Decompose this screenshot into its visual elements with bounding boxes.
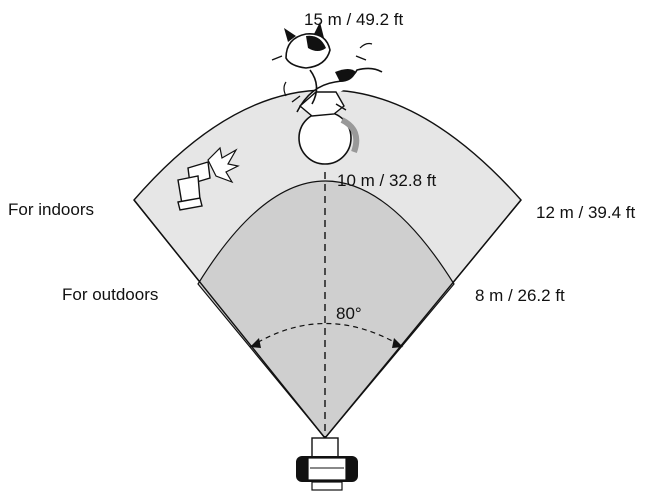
- angle-arc-right-arrow: [392, 338, 403, 348]
- cat-on-ball-icon: [271, 22, 383, 165]
- left-fan-edge: [133, 199, 326, 439]
- indoors-label: For indoors: [8, 200, 94, 219]
- right-upper-range-label: 12 m / 39.4 ft: [536, 203, 635, 222]
- right-fan-edge: [324, 199, 522, 439]
- outer-range-label: 15 m / 49.2 ft: [304, 10, 403, 29]
- camera-icon: [296, 437, 358, 491]
- angle-arc-left-arrow: [250, 338, 261, 348]
- angle-label: 80°: [336, 304, 362, 323]
- flash-unit-icon: [177, 146, 240, 211]
- outdoor-range-fan: [197, 180, 455, 439]
- outdoors-label: For outdoors: [62, 285, 158, 304]
- angle-arc: [249, 322, 404, 348]
- right-lower-range-label: 8 m / 26.2 ft: [475, 286, 565, 305]
- middle-range-label: 10 m / 32.8 ft: [337, 171, 436, 190]
